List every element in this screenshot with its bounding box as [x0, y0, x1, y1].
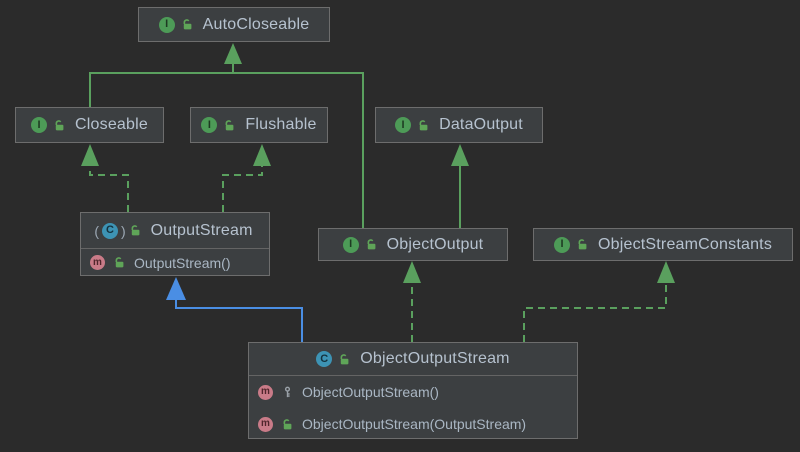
abstract-class-icon: C — [101, 222, 118, 239]
node-header: I ObjectStreamConstants — [534, 229, 792, 260]
node-header: I DataOutput — [376, 108, 542, 142]
node-icons: C — [316, 351, 351, 367]
members-compartment: m OutputStream() — [81, 248, 269, 276]
public-lock-icon — [283, 418, 292, 429]
public-lock-icon — [55, 119, 64, 130]
class-node-closeable[interactable]: I Closeable — [15, 107, 164, 143]
abstract-paren-right: ) — [120, 222, 126, 239]
interface-icon: I — [553, 236, 570, 253]
class-title: ObjectOutputStream — [360, 350, 510, 367]
method-icon: m — [258, 416, 273, 432]
arrowhead-objectoutput — [403, 261, 421, 283]
method-icon: m — [258, 384, 273, 400]
method-label: OutputStream() — [134, 254, 231, 271]
node-icons: I — [553, 236, 589, 253]
public-lock-icon — [115, 257, 124, 268]
class-title: ObjectStreamConstants — [597, 235, 773, 253]
class-title: ObjectOutput — [386, 235, 484, 253]
method-label: ObjectOutputStream() — [302, 384, 439, 400]
edge-closeable-extends-autocloseable — [89, 72, 364, 228]
method-row[interactable]: m ObjectOutputStream(OutputStream) — [249, 408, 577, 440]
node-icons: I — [158, 16, 194, 33]
method-icon-letter: m — [93, 256, 102, 268]
node-icons: I — [395, 117, 430, 133]
class-node-flushable[interactable]: I Flushable — [190, 107, 328, 143]
arrowhead-flushable — [253, 144, 271, 166]
class-node-objectoutput[interactable]: I ObjectOutput — [318, 228, 508, 261]
arrowhead-autocloseable — [224, 43, 242, 64]
node-icons: I — [342, 236, 378, 253]
public-lock-icon — [367, 239, 376, 250]
abstract-paren-left: ( — [94, 222, 99, 239]
interface-icon-letter: I — [401, 118, 405, 131]
class-title: OutputStream — [150, 221, 253, 239]
protected-key-icon — [284, 386, 291, 397]
method-icon: m — [90, 255, 105, 270]
class-node-objectoutputstream[interactable]: C ObjectOutputStream m ObjectOutputStrea… — [248, 342, 578, 439]
method-row[interactable]: m ObjectOutputStream() — [249, 376, 577, 408]
node-header: ( C ) OutputStream — [81, 213, 269, 248]
arrowhead-dataoutput — [451, 144, 469, 166]
edge-objectoutputstream-extends-outputstream — [175, 299, 303, 342]
interface-icon-letter: I — [207, 118, 211, 131]
class-icon-letter: C — [106, 224, 114, 236]
node-icons: ( C ) — [94, 222, 141, 239]
node-header: C ObjectOutputStream — [249, 343, 577, 375]
public-lock-icon — [225, 119, 234, 130]
edge-outputstream-implements-closeable — [89, 166, 129, 212]
class-title: Flushable — [245, 116, 317, 133]
public-lock-icon — [578, 239, 587, 250]
interface-icon-letter: I — [37, 118, 41, 131]
class-title: DataOutput — [439, 116, 523, 133]
node-icons: I — [201, 117, 236, 133]
interface-icon: I — [158, 16, 175, 33]
public-lock-icon — [419, 119, 428, 130]
interface-icon: I — [201, 117, 218, 133]
interface-icon: I — [31, 117, 48, 133]
class-title: Closeable — [75, 116, 148, 133]
class-node-outputstream[interactable]: ( C ) OutputStream m OutputStream() — [80, 212, 270, 276]
public-lock-icon — [183, 19, 192, 30]
edge-outputstream-implements-flushable — [222, 166, 263, 212]
node-header: I ObjectOutput — [319, 229, 507, 260]
method-label: ObjectOutputStream(OutputStream) — [302, 416, 527, 432]
method-icon-letter: m — [261, 386, 270, 397]
arrowhead-outputstream — [166, 277, 186, 300]
edge-objectoutputstream-implements-objectstreamconstants — [523, 283, 667, 342]
interface-icon: I — [342, 236, 359, 253]
node-header: I AutoCloseable — [139, 8, 329, 41]
class-title: AutoCloseable — [202, 15, 310, 33]
arrowhead-closeable — [81, 144, 99, 166]
class-node-objectstreamconstants[interactable]: I ObjectStreamConstants — [533, 228, 793, 261]
class-icon: C — [316, 351, 333, 367]
class-node-dataoutput[interactable]: I DataOutput — [375, 107, 543, 143]
class-icon-letter: C — [320, 352, 329, 365]
node-header: I Closeable — [16, 108, 163, 142]
method-row[interactable]: m OutputStream() — [81, 249, 269, 276]
interface-icon: I — [395, 117, 412, 133]
interface-icon-letter: I — [349, 238, 353, 250]
class-node-autocloseable[interactable]: I AutoCloseable — [138, 7, 330, 42]
interface-icon-letter: I — [560, 238, 564, 250]
node-header: I Flushable — [191, 108, 327, 142]
public-lock-icon — [131, 225, 140, 236]
node-icons: I — [31, 117, 66, 133]
interface-icon-letter: I — [165, 18, 169, 30]
members-compartment: m ObjectOutputStream() m ObjectOutputStr… — [249, 375, 577, 440]
public-lock-icon — [340, 353, 349, 364]
arrowhead-objectstreamconstants — [657, 261, 675, 283]
method-icon-letter: m — [261, 418, 270, 429]
